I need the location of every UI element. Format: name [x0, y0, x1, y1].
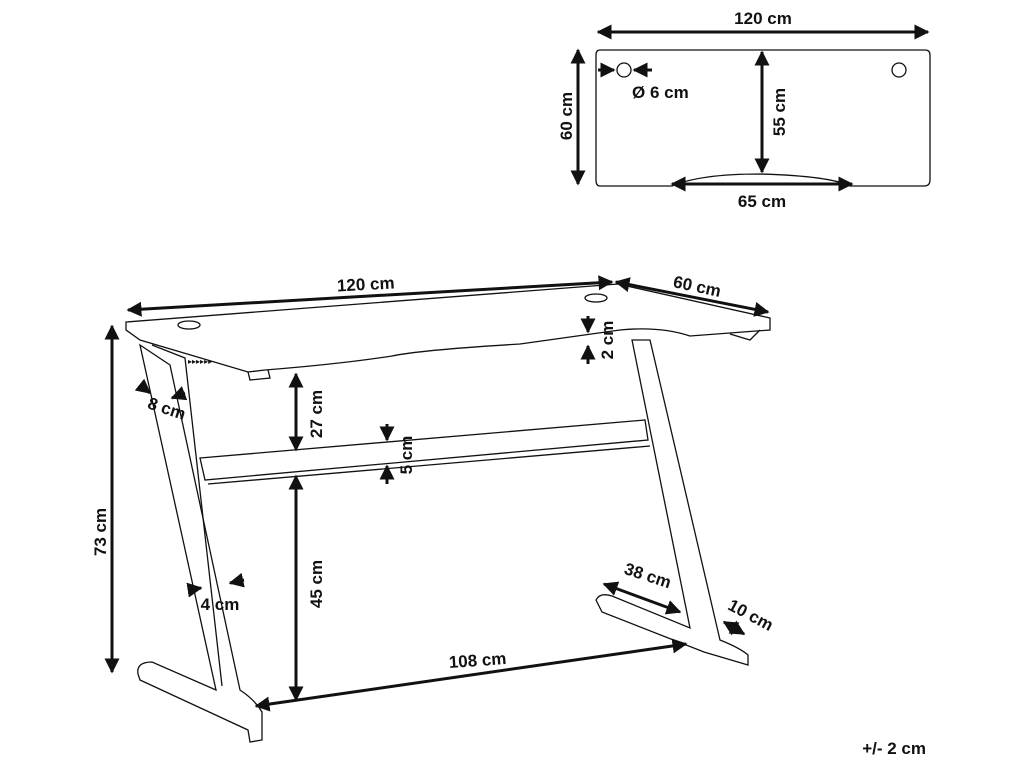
- right-leg: [595, 339, 749, 666]
- dim-foot-length: [602, 581, 682, 615]
- label-top-thickness: 2 cm: [598, 321, 617, 360]
- label-hole-diameter: Ø 6 cm: [632, 83, 689, 102]
- label-bar-to-floor: 45 cm: [307, 560, 326, 608]
- label-total-height: 73 cm: [91, 508, 110, 556]
- dim-depth: [614, 277, 770, 317]
- dim-leg-span: [254, 638, 688, 712]
- top-view: 120 cm 60 cm Ø 6 cm 55 cm 65 cm: [557, 9, 931, 211]
- perspective-view: ▸▸▸▸▸▸ 120 cm 60 cm 2 cm 8 cm 27 cm 5 cm…: [91, 272, 776, 743]
- dim-width: [126, 275, 614, 317]
- top-view-outline: [595, 49, 931, 187]
- label-top-width: 120 cm: [734, 9, 792, 28]
- label-inner-depth: 55 cm: [770, 88, 789, 136]
- cable-hole-left: [616, 62, 632, 78]
- label-top-to-bar: 27 cm: [307, 390, 326, 438]
- crossbar: [199, 419, 649, 481]
- left-leg: [137, 343, 263, 743]
- cable-hole-right: [891, 62, 907, 78]
- label-width: 120 cm: [336, 274, 395, 296]
- label-cutout: 65 cm: [738, 192, 786, 211]
- label-foot-width: 10 cm: [725, 595, 776, 634]
- label-leg-span: 108 cm: [448, 649, 507, 672]
- label-top-depth: 60 cm: [557, 92, 576, 140]
- label-foot-length: 38 cm: [622, 559, 674, 592]
- label-bar-height: 5 cm: [397, 436, 416, 475]
- led-arrows-icon: ▸▸▸▸▸▸: [188, 357, 212, 366]
- tolerance-note: +/- 2 cm: [862, 739, 926, 758]
- cable-hole-left: [177, 320, 201, 330]
- desk-top: [125, 283, 771, 373]
- dim-foot-width: [722, 620, 746, 636]
- label-leg-width: 4 cm: [201, 595, 240, 614]
